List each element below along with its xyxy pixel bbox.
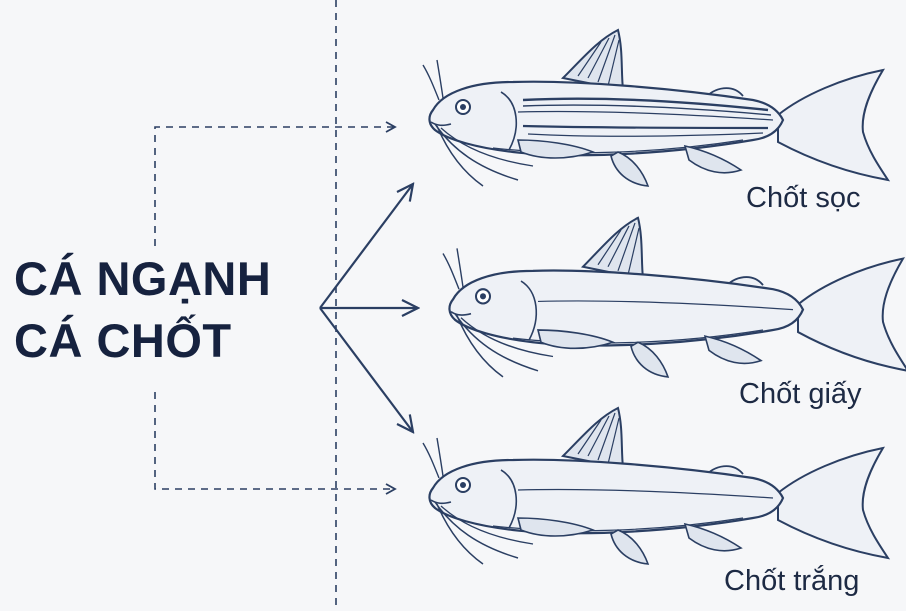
arrow-to-fish-1 bbox=[319, 184, 413, 309]
fish-illustration-plain-1 bbox=[441, 216, 906, 379]
dashed-arrow-top bbox=[154, 121, 397, 246]
dashed-arrow-bottom bbox=[154, 392, 397, 495]
title-line-2: CÁ CHỐT bbox=[14, 314, 232, 367]
fish-label-3: Chốt trắng bbox=[724, 565, 860, 597]
diagram-title: CÁ NGẠNH CÁ CHỐT bbox=[14, 248, 314, 372]
fish-illustration-plain-2 bbox=[421, 406, 890, 566]
fish-illustration-striped bbox=[421, 28, 890, 188]
fish-label-1: Chốt sọc bbox=[746, 182, 861, 214]
fish-label-2: Chốt giấy bbox=[739, 378, 862, 410]
title-line-1: CÁ NGẠNH bbox=[14, 252, 272, 305]
arrow-to-fish-3 bbox=[319, 307, 413, 432]
